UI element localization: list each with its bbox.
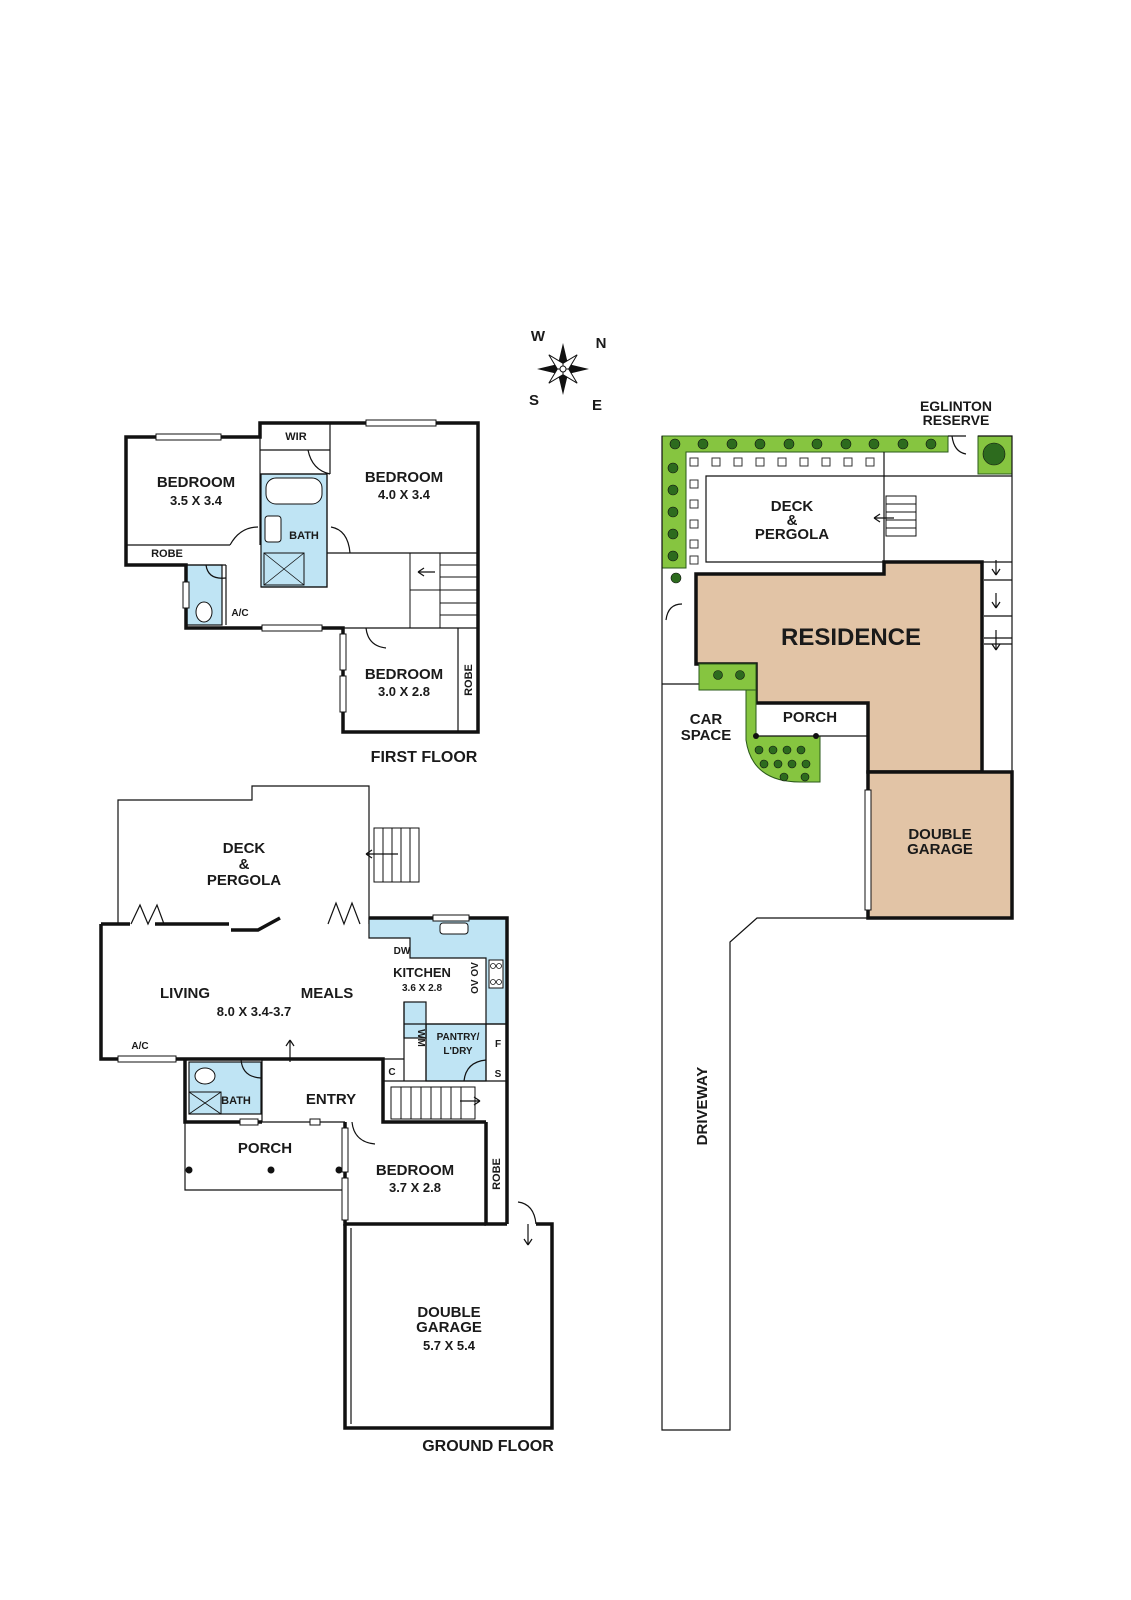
gf-pantry-label-2: L'DRY (443, 1046, 473, 1057)
gf-entry-label: ENTRY (306, 1091, 356, 1108)
gf-s-label: S (495, 1069, 502, 1080)
compass-s: S (529, 392, 539, 409)
ground-floor-title: GROUND FLOOR (422, 1438, 554, 1455)
bathtub-icon (265, 477, 323, 505)
compass-n: N (596, 335, 607, 352)
compass: W N S E (529, 328, 606, 414)
entry-arrow-icon (285, 1039, 295, 1062)
vanity-icon (264, 515, 282, 543)
cooktop-icon (488, 959, 504, 989)
entry-stairs (390, 1086, 481, 1120)
top-shrubs (667, 438, 937, 562)
ff-bath-label: BATH (289, 530, 319, 542)
ff-robe2-label: ROBE (463, 664, 475, 696)
site-garage-label-1: DOUBLE (908, 826, 971, 843)
first-floor-plan: BEDROOM 3.5 X 3.4 BEDROOM 4.0 X 3.4 BEDR… (124, 419, 480, 766)
gf-shower-icon (188, 1091, 222, 1115)
front-garden (698, 663, 757, 691)
ff-bedroom2-label: BEDROOM (365, 469, 443, 486)
gf-living-dims: 8.0 X 3.4-3.7 (217, 1004, 291, 1019)
site-deck-stairs (873, 495, 917, 537)
reserve-label-1: EGLINTON (920, 398, 992, 414)
gf-c-label: C (388, 1067, 395, 1078)
site-plan: EGLINTON RESERVE DECK & PERGOLA RESIDENC… (661, 398, 1014, 1431)
gf-bedroom-label: BEDROOM (376, 1162, 454, 1179)
gf-toilet-icon (194, 1067, 216, 1085)
gf-living-label: LIVING (160, 985, 210, 1002)
gf-deck-label-3: PERGOLA (207, 872, 281, 889)
deck-stairs (365, 827, 420, 883)
planter-boxes (689, 457, 875, 565)
gf-ac-label: A/C (131, 1041, 148, 1052)
porch-shrubs (754, 745, 811, 782)
gf-porch-label: PORCH (238, 1140, 292, 1157)
ff-bedroom3-label: BEDROOM (365, 666, 443, 683)
ff-bedroom3-dims: 3.0 X 2.8 (378, 684, 430, 699)
gf-robe-label: ROBE (491, 1158, 503, 1190)
ff-robe1-label: ROBE (151, 548, 183, 560)
ff-ac-label: A/C (231, 608, 248, 619)
site-porch-label: PORCH (783, 709, 837, 726)
compass-rose-icon (537, 343, 589, 395)
gf-f-label: F (495, 1039, 501, 1050)
toilet-icon (195, 601, 213, 623)
ff-bedroom1-label: BEDROOM (157, 474, 235, 491)
compass-e: E (592, 397, 602, 414)
car-space-label-2: SPACE (681, 727, 732, 744)
compass-w: W (531, 328, 546, 345)
gf-bath-label: BATH (221, 1095, 251, 1107)
gf-dw-label: DW (394, 946, 411, 957)
gf-kitchen-dims: 3.6 X 2.8 (402, 983, 442, 994)
gf-deck-label-2: & (239, 856, 250, 873)
first-floor-title: FIRST FLOOR (371, 749, 478, 766)
ground-floor-plan: DECK & PERGOLA LIVING MEALS 8.0 X 3.4-3.… (99, 785, 554, 1455)
first-floor-stairs (409, 552, 479, 629)
gf-ovov-label: OV OV (470, 962, 481, 994)
gf-garage-label-2: GARAGE (416, 1319, 482, 1336)
gf-bedroom-dims: 3.7 X 2.8 (389, 1180, 441, 1195)
gf-kitchen-label: KITCHEN (393, 965, 451, 980)
driveway-label: DRIVEWAY (694, 1067, 711, 1146)
gf-garage-label-1: DOUBLE (417, 1304, 480, 1321)
residence-label: RESIDENCE (781, 624, 921, 651)
shower-icon (263, 552, 305, 586)
gf-pantry-label-1: PANTRY/ (437, 1032, 480, 1043)
car-space-label-1: CAR (690, 711, 723, 728)
gf-deck-label-1: DECK (223, 840, 266, 857)
ff-bedroom2-dims: 4.0 X 3.4 (378, 487, 431, 502)
gf-wm-label: WM (415, 1029, 426, 1047)
reserve-label-2: RESERVE (923, 412, 990, 428)
site-garage-label-2: GARAGE (907, 841, 973, 858)
gf-meals-label: MEALS (301, 985, 354, 1002)
kitchen-sink-icon (439, 922, 469, 935)
site-deck-label-2: & (787, 512, 798, 529)
site-deck-label-1: DECK (771, 498, 814, 515)
site-deck-label-3: PERGOLA (755, 526, 829, 543)
gf-garage-dims: 5.7 X 5.4 (423, 1338, 476, 1353)
ff-wir-label: WIR (285, 431, 306, 443)
ff-bedroom1-dims: 3.5 X 3.4 (170, 493, 223, 508)
